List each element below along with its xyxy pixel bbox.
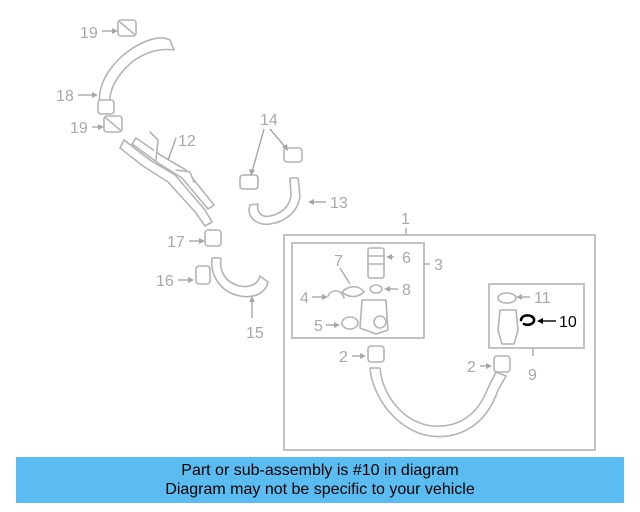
callout-14: 14	[260, 112, 278, 129]
hose-lower[interactable]	[369, 367, 507, 438]
part-18-hose[interactable]	[98, 37, 175, 106]
part-5-oring[interactable]	[341, 316, 359, 330]
subassembly-3-frame	[291, 242, 425, 339]
part-9-connector[interactable]	[497, 309, 519, 345]
info-banner: Part or sub-assembly is #10 in diagram D…	[16, 457, 624, 503]
part-10-clip[interactable]	[519, 314, 536, 327]
callout-6: 6	[402, 250, 411, 267]
part-19-clamp-top[interactable]	[117, 19, 137, 37]
part-18-end[interactable]	[97, 99, 115, 115]
part-17-clamp[interactable]	[204, 229, 222, 247]
callout-8: 8	[402, 282, 411, 299]
banner-line-2: Diagram may not be specific to your vehi…	[165, 481, 475, 498]
subassembly-9-frame	[488, 283, 585, 349]
callout-4: 4	[300, 290, 309, 307]
callout-13: 13	[330, 195, 348, 212]
part-3-housing[interactable]	[359, 299, 389, 335]
callout-15: 15	[246, 325, 264, 342]
callout-2-right: 2	[467, 359, 476, 376]
callout-5: 5	[314, 318, 323, 335]
part-2-clamp-right[interactable]	[493, 355, 511, 373]
part-19-clamp-lower[interactable]	[103, 115, 123, 133]
leader-lines	[78, 28, 556, 369]
callout-18: 18	[56, 88, 74, 105]
part-14-clamp-b[interactable]	[283, 147, 303, 163]
callout-1: 1	[401, 211, 410, 228]
part-4-clip[interactable]	[327, 290, 345, 299]
callout-9: 9	[528, 367, 537, 384]
part-12-pipes[interactable]	[119, 131, 215, 227]
callout-10: 10	[559, 314, 577, 331]
callout-19-top: 19	[80, 25, 98, 42]
callout-11: 11	[534, 290, 551, 307]
callout-12: 12	[178, 133, 196, 150]
part-7-clip[interactable]	[341, 285, 365, 298]
callout-3: 3	[434, 257, 443, 274]
callout-2-left: 2	[339, 349, 348, 366]
callout-17: 17	[167, 234, 185, 251]
part-15-hose[interactable]	[211, 257, 269, 298]
banner-line-1: Part or sub-assembly is #10 in diagram	[181, 462, 459, 479]
callout-19-lower: 19	[70, 120, 88, 137]
part-13-hose[interactable]	[248, 177, 301, 226]
part-2-clamp-left[interactable]	[367, 345, 385, 363]
parts-diagram: 19 18 19 12 14 13 17 16 15 1 6 3 7 8 4 5…	[56, 19, 596, 451]
part-16-clamp[interactable]	[195, 265, 211, 285]
part-14-clamp-a[interactable]	[239, 174, 259, 190]
assembly-1-frame	[283, 234, 596, 451]
part-8-oring[interactable]	[369, 284, 383, 294]
callout-16: 16	[156, 273, 174, 290]
part-6-sensor[interactable]	[367, 247, 385, 279]
callout-7: 7	[334, 253, 343, 270]
part-11-oring[interactable]	[497, 292, 517, 304]
